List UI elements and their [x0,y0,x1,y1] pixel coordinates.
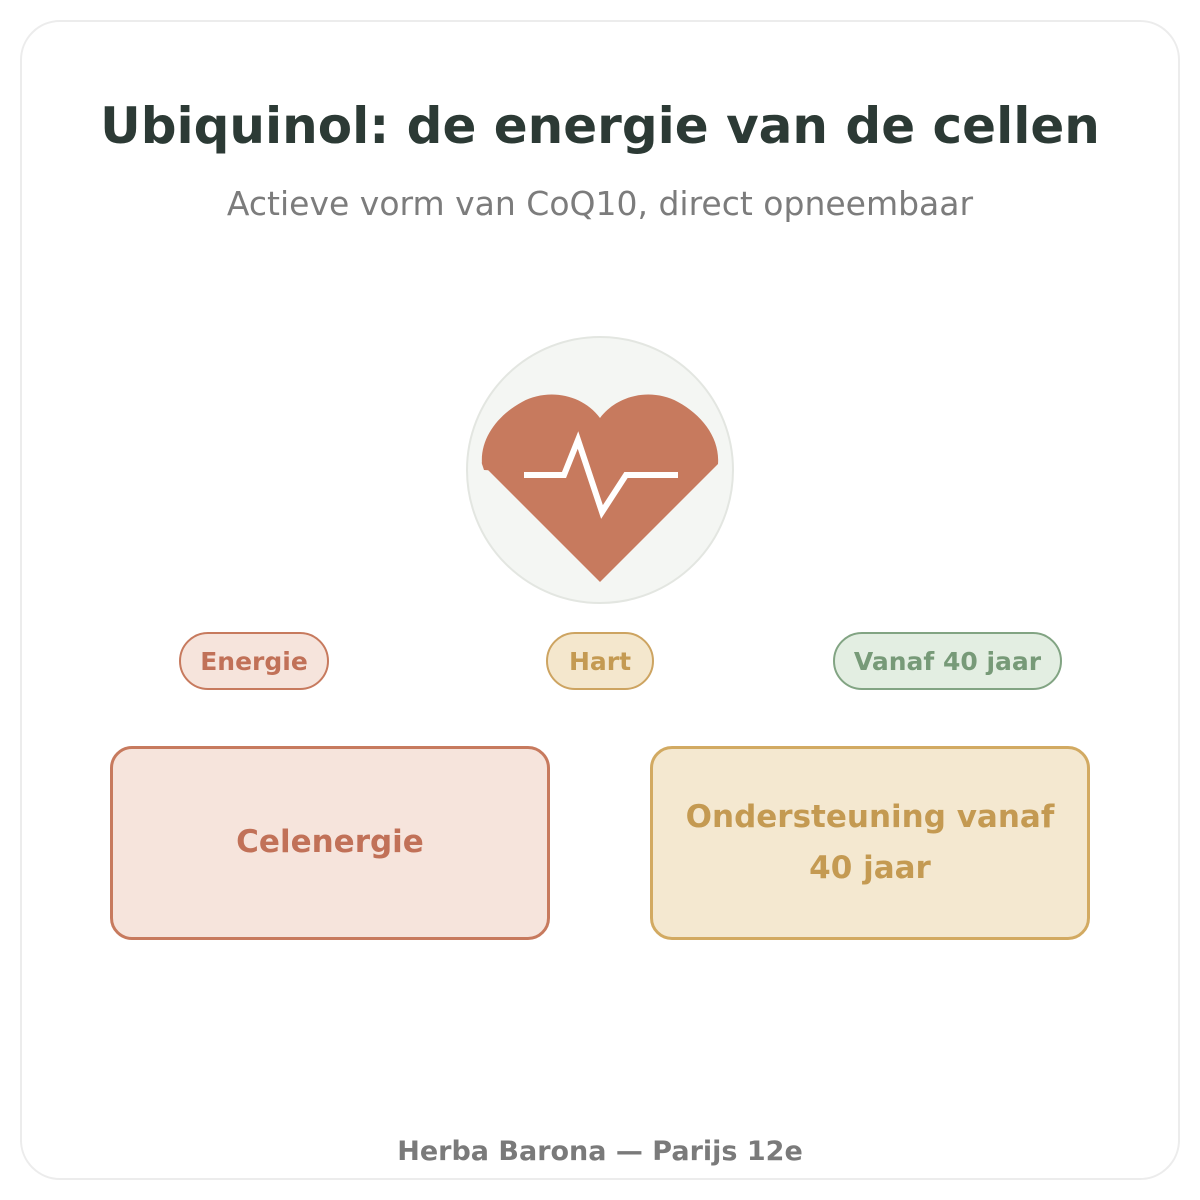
benefit-label: Celenergie [236,824,424,861]
benefit-celenergie: Celenergie [110,746,550,940]
heart-pulse-icon [466,336,734,604]
heart-shape [481,394,719,582]
benefit-ondersteuning: Ondersteuning vanaf 40 jaar [650,746,1090,940]
tag-energie: Energie [179,632,329,690]
heart-emblem [466,336,734,604]
tag-label: Vanaf 40 jaar [853,646,1042,676]
pulse-line [524,431,678,519]
page-subtitle: Actieve vorm van CoQ10, direct opneembaa… [226,184,974,223]
benefit-label: Ondersteuning vanaf 40 jaar [685,798,1055,886]
tag-label: Hart [568,646,632,676]
tag-label: Energie [200,646,308,676]
footer-brand: Herba Barona — Parijs 12e [397,1136,803,1167]
tag-vanaf-40-jaar: Vanaf 40 jaar [833,632,1062,690]
page-title: Ubiquinol: de energie van de cellen [100,97,1100,155]
tag-hart: Hart [546,632,654,690]
